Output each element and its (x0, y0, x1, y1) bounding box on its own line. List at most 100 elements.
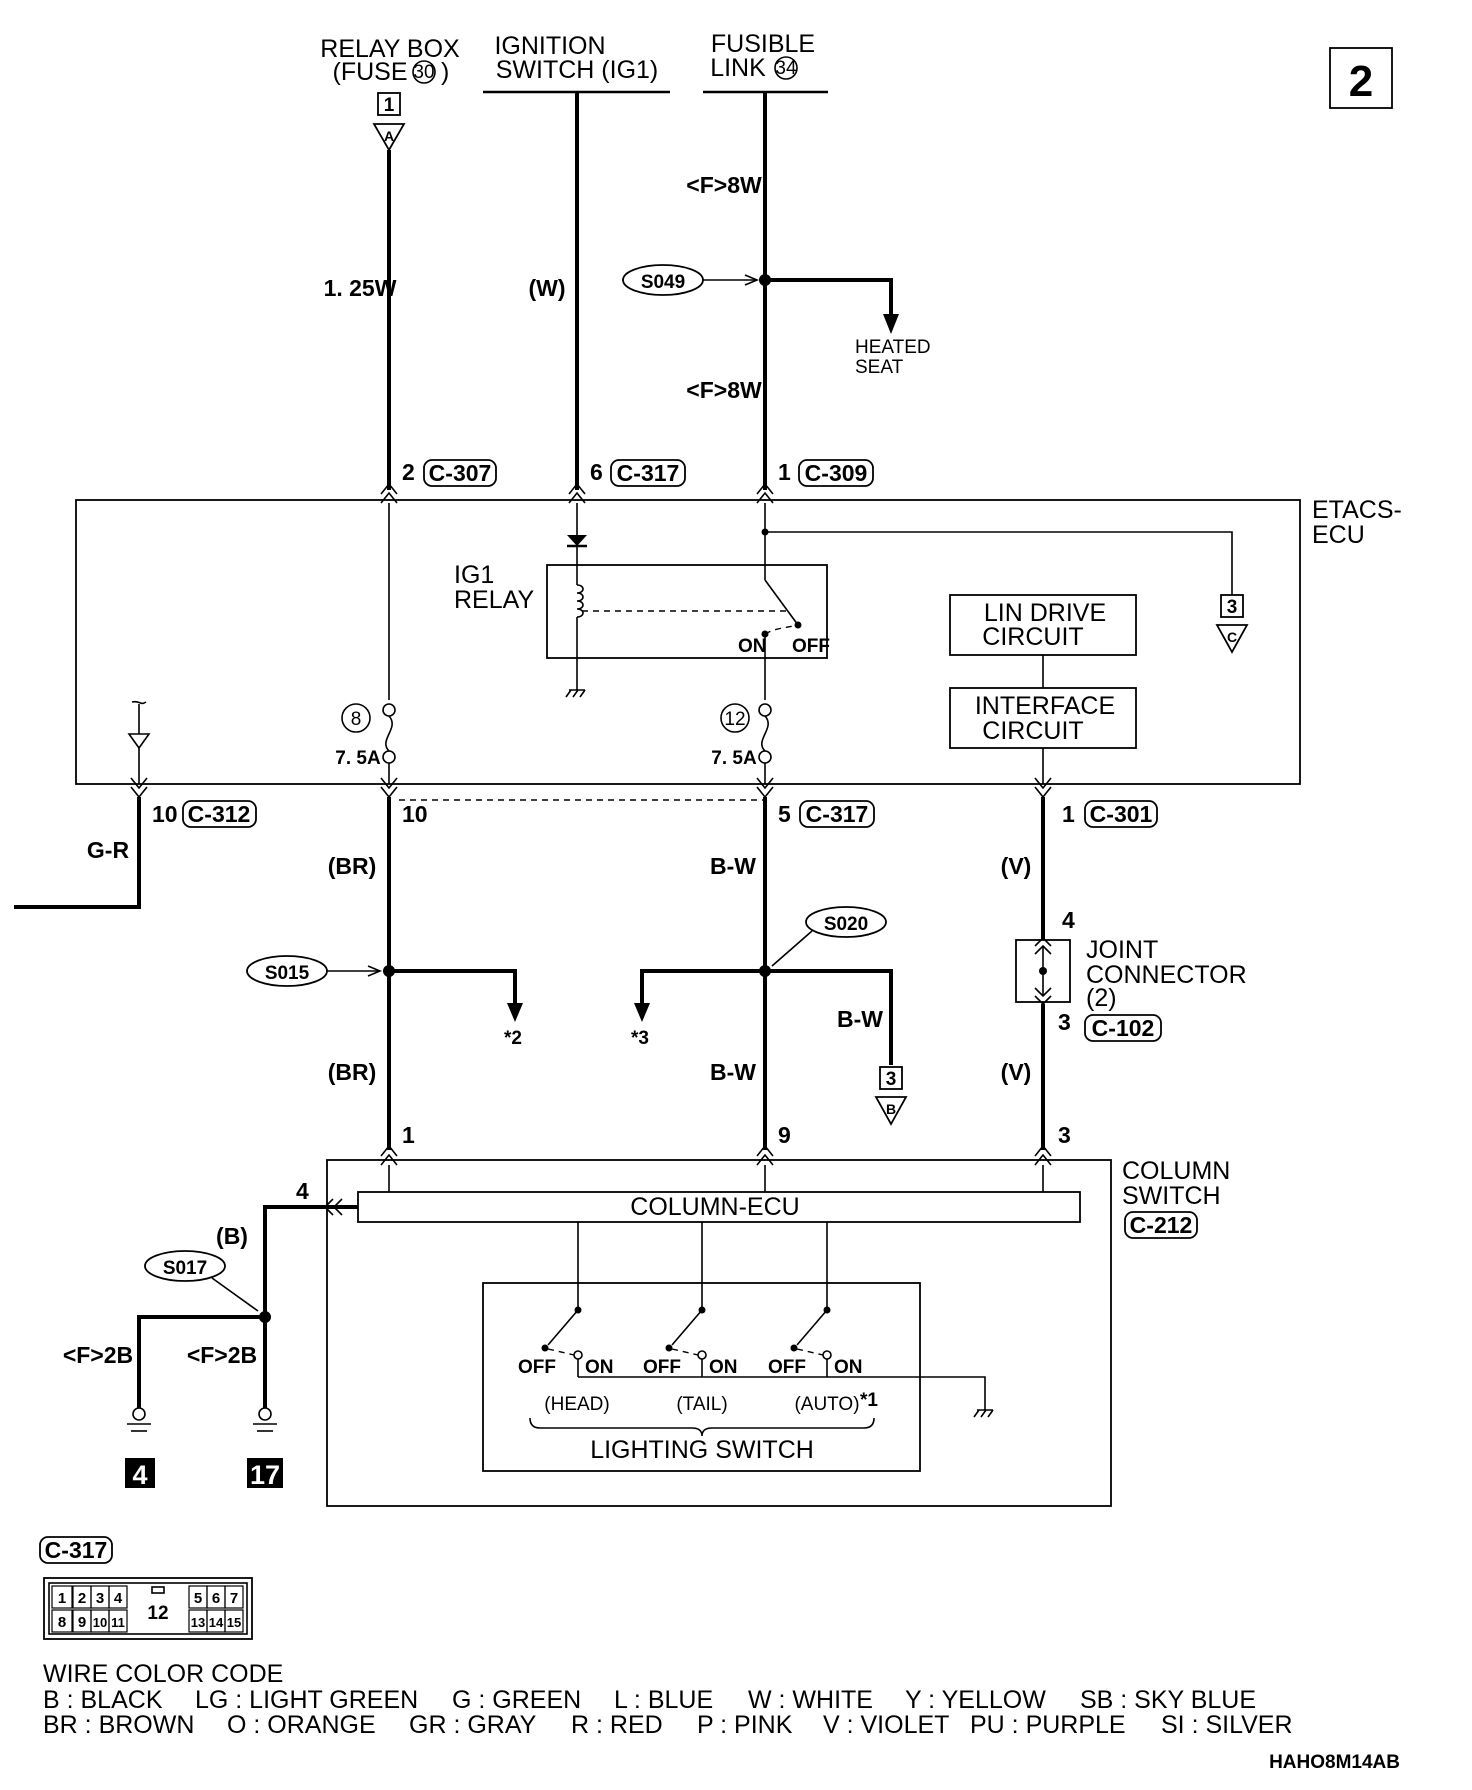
relay-coil (576, 584, 584, 618)
fuse-8-top-icon (382, 703, 396, 717)
wire-label-gr: G-R (87, 837, 130, 863)
pin-c309: 1 (778, 459, 791, 485)
heated-seat-label-2: SEAT (855, 357, 904, 378)
head-switch-arm (547, 1309, 579, 1346)
column-ecu-label: COLUMN-ECU (630, 1193, 799, 1221)
fuse-12-element (761, 715, 769, 752)
wire-label-bw-2: B-W (710, 1059, 756, 1085)
wire-label-v-1: (V) (1001, 853, 1032, 879)
c317-pin-11: 11 (111, 1615, 125, 1630)
wire-label-br-1: (BR) (328, 853, 377, 879)
column-switch-box (326, 1159, 1112, 1507)
c317-connector-inner (48, 1582, 248, 1635)
tail-off-contact (665, 1344, 673, 1352)
auto-arc (796, 1348, 824, 1356)
head-off-contact (541, 1344, 549, 1352)
c317-pin-14: 14 (209, 1615, 224, 1630)
switch-label: SWITCH (1122, 1182, 1221, 1210)
c312-badge (182, 800, 257, 828)
legend-item: LG : LIGHT GREEN (195, 1686, 418, 1714)
splice-s020-ellipse (805, 906, 887, 938)
heated-seat-label: HEATED (855, 337, 931, 358)
ig1-label: IG1 (454, 561, 494, 589)
ref3c-box (1220, 594, 1244, 618)
c102-badge (1084, 1014, 1162, 1042)
c317-pin-4: 4 (114, 1590, 123, 1607)
c317-badge-bottom (799, 800, 875, 828)
lighting-ground-wire (578, 1376, 986, 1410)
wire-label-bw-3: B-W (837, 1006, 883, 1032)
splice-s020: S020 (824, 914, 868, 935)
chevron-col-3 (1034, 1144, 1052, 1166)
pin-col-3: 3 (1058, 1122, 1071, 1148)
fuse-8-bottom-icon (382, 750, 396, 764)
ground-4-label: 4 (132, 1460, 147, 1490)
fusible-label: FUSIBLE (711, 30, 815, 58)
wire-label-v-2: (V) (1001, 1059, 1032, 1085)
connector-c309: C-309 (805, 460, 868, 486)
interface-label: INTERFACE (975, 692, 1115, 720)
connector-c301: C-301 (1090, 801, 1153, 827)
chevron-col-9 (756, 1144, 774, 1166)
c317-pin-8-cell (51, 1609, 73, 1633)
wire-label-b: (B) (216, 1223, 248, 1249)
c317-pin-10: 10 (93, 1615, 107, 1630)
auto-on-contact (822, 1350, 832, 1360)
fuse-8-amp: 7. 5A (335, 748, 381, 769)
diode-symbol (567, 535, 587, 546)
wire-heated-seat (765, 278, 893, 318)
lighting-switch-brace (529, 1417, 875, 1437)
wire-label-f2b-2: <F>2B (187, 1342, 257, 1368)
fuse-number: 30 (413, 62, 434, 83)
wire-label-f2b-1: <F>2B (63, 1342, 133, 1368)
connector-c102: C-102 (1092, 1015, 1155, 1041)
splice-s017-ellipse (144, 1250, 226, 1282)
note3-arrow (634, 1003, 650, 1022)
wire-ref3b (765, 969, 893, 1065)
ref3b-triangle (874, 1096, 908, 1126)
ref3c-letter: C (1227, 629, 1237, 645)
tail-off-label: OFF (643, 1357, 681, 1378)
legend-item: W : WHITE (748, 1686, 873, 1714)
pin-col-9: 9 (778, 1122, 791, 1148)
ignition-label: IGNITION (494, 32, 605, 60)
legend-item: PU : PURPLE (970, 1711, 1126, 1739)
lin-circuit-label: CIRCUIT (982, 623, 1083, 651)
ref3b-letter: B (886, 1101, 896, 1117)
wire-note3 (640, 969, 765, 1006)
jc-number-label: (2) (1086, 984, 1117, 1012)
legend-item: G : GREEN (452, 1686, 581, 1714)
c212-badge (1124, 1211, 1198, 1239)
tail-label: (TAIL) (676, 1394, 727, 1415)
fuse-8-circle (341, 703, 371, 733)
ground-4-terminal-icon (132, 1407, 146, 1421)
splice-s015: S015 (265, 963, 310, 984)
relay-box-connector-letter: A (384, 128, 394, 144)
connector-c307: C-307 (429, 460, 492, 486)
pin-c317-5: 5 (778, 801, 791, 827)
heated-seat-arrow (883, 314, 899, 334)
legend-item: Y : YELLOW (905, 1686, 1046, 1714)
c309-badge (798, 459, 874, 487)
c317-pin-1: 1 (58, 1590, 66, 1607)
relay-box-fuse-label: (FUSE (333, 58, 408, 86)
c317-pin-1-cell (51, 1585, 73, 1609)
diagram-code: HAHO8M14AB (1269, 1752, 1400, 1773)
c317-connector-outline (43, 1577, 253, 1640)
c317-pin-4-cell (108, 1585, 128, 1609)
tail-switch-arm (671, 1309, 703, 1346)
lin-drive-label: LIN DRIVE (984, 599, 1106, 627)
s020-leader (771, 930, 813, 967)
joint-label: JOINT (1086, 936, 1158, 964)
c317-pin-5: 5 (194, 1590, 202, 1607)
wire-note2 (389, 969, 517, 1006)
pin-c312: 10 (152, 801, 178, 827)
note-2: *2 (504, 1028, 522, 1049)
pin-c317-6: 6 (590, 459, 603, 485)
legend-item: GR : GRAY (409, 1711, 537, 1739)
chevron-col-4 (323, 1198, 343, 1216)
head-off-label: OFF (518, 1357, 556, 1378)
